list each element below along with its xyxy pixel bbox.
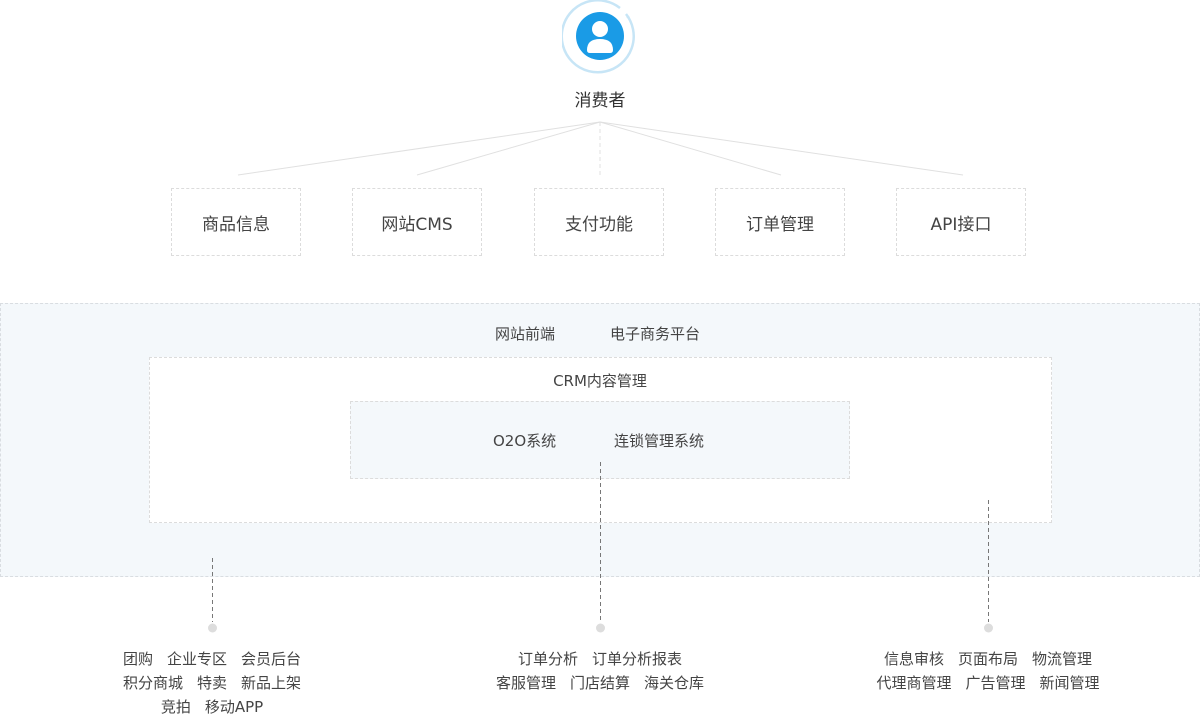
module-label: 商品信息 — [202, 214, 270, 235]
feature-item: 新品上架 — [241, 674, 302, 692]
module-website-cms: 网站CMS — [352, 188, 482, 256]
feature-line: 客服管理门店结算海关仓库 — [450, 671, 750, 695]
module-payment: 支付功能 — [534, 188, 664, 256]
panel-label-ecommerce-platform: 电子商务平台 — [610, 325, 701, 343]
feature-item: 企业专区 — [166, 650, 227, 668]
connector-line-1 — [237, 121, 601, 176]
feature-item: 海关仓库 — [644, 674, 705, 692]
feature-group-center: 订单分析订单分析报表 客服管理门店结算海关仓库 — [450, 647, 750, 695]
module-label: 支付功能 — [565, 214, 633, 235]
feature-line: 信息审核页面布局物流管理 — [838, 647, 1138, 671]
module-order-management: 订单管理 — [715, 188, 845, 256]
panel-label-website-frontend: 网站前端 — [495, 325, 556, 343]
feature-item: 会员后台 — [241, 650, 302, 668]
module-product-info: 商品信息 — [171, 188, 301, 256]
module-label: 网站CMS — [381, 214, 453, 235]
panel-label-chain-management: 连锁管理系统 — [614, 432, 705, 450]
feature-line: 团购企业专区会员后台 — [62, 647, 362, 671]
consumer-avatar — [560, 0, 638, 76]
feature-item: 移动APP — [204, 698, 264, 716]
feature-item: 特卖 — [196, 674, 227, 692]
o2o-panel — [350, 401, 850, 479]
feature-item: 广告管理 — [965, 674, 1026, 692]
feature-item: 订单分析 — [517, 650, 578, 668]
connector-line-5 — [599, 121, 964, 176]
feature-item: 积分商城 — [122, 674, 183, 692]
feature-item: 客服管理 — [495, 674, 556, 692]
user-icon — [560, 0, 635, 74]
module-api: API接口 — [896, 188, 1026, 256]
consumer-label: 消费者 — [574, 91, 626, 111]
feature-group-left: 团购企业专区会员后台 积分商城特卖新品上架 竞拍移动APP — [62, 647, 362, 719]
feature-item: 信息审核 — [883, 650, 944, 668]
feature-item: 团购 — [122, 650, 153, 668]
feature-item: 订单分析报表 — [592, 650, 683, 668]
feature-item: 代理商管理 — [876, 674, 952, 692]
feature-dot-left — [208, 623, 217, 633]
feature-item: 页面布局 — [957, 650, 1018, 668]
feature-line: 积分商城特卖新品上架 — [62, 671, 362, 695]
module-label: 订单管理 — [746, 214, 814, 235]
feature-dot-right — [984, 623, 993, 633]
feature-line: 订单分析订单分析报表 — [450, 647, 750, 671]
feature-item: 竞拍 — [160, 698, 191, 716]
connector-line-2 — [416, 121, 601, 176]
feature-item: 新闻管理 — [1039, 674, 1100, 692]
module-label: API接口 — [930, 214, 992, 235]
connector-line-4 — [599, 121, 782, 176]
panel-label-o2o: O2O系统 — [493, 432, 557, 450]
feature-dot-center — [596, 623, 605, 633]
feature-group-right: 信息审核页面布局物流管理 代理商管理广告管理新闻管理 — [838, 647, 1138, 695]
crm-label: CRM内容管理 — [553, 372, 647, 390]
feature-line: 竞拍移动APP — [62, 695, 362, 719]
feature-item: 物流管理 — [1032, 650, 1093, 668]
feature-line: 代理商管理广告管理新闻管理 — [838, 671, 1138, 695]
feature-item: 门店结算 — [569, 674, 630, 692]
